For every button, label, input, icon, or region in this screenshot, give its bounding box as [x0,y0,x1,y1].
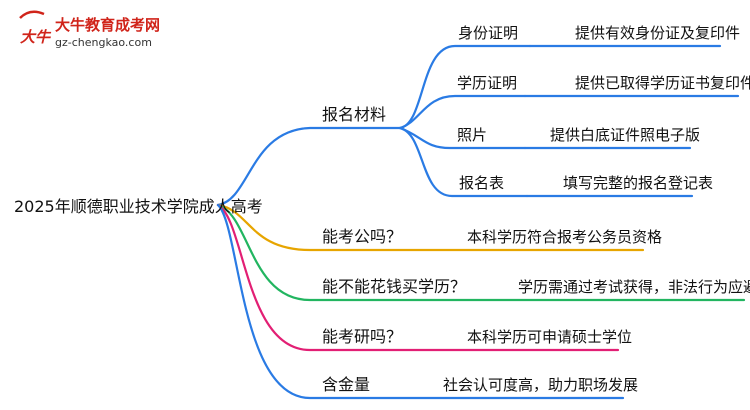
branch-civil-service: 能考公吗？ [322,227,402,246]
logo-mark-text: 大牛 [20,28,52,46]
branch-civil-service-detail: 本科学历符合报考公务员资格 [467,228,662,246]
branch-grad-school-detail: 本科学历可申请硕士学位 [467,328,632,346]
logo-url: gz-chengkao.com [55,36,152,49]
node-id-proof: 身份证明 [458,24,518,42]
root-topic: 2025年顺德职业技术学院成人高考 [14,197,263,216]
connector-buy [216,203,746,302]
node-form: 报名表 [459,174,504,192]
connector-civil [216,203,645,252]
node-photo-detail: 提供白底证件照电子版 [550,126,700,144]
connector-materials [216,126,402,207]
connector-value [216,203,625,400]
branch-grad-school: 能考研吗？ [322,327,402,346]
node-form-detail: 填写完整的报名登记表 [563,174,713,192]
branch-buy-degree: 能不能花钱买学历？ [322,277,466,296]
logo-mark-icon: 大牛 [19,10,52,46]
node-edu-proof: 学历证明 [457,74,517,92]
node-photo: 照片 [457,126,487,144]
branch-value: 含金量 [322,375,370,394]
branch-buy-degree-detail: 学历需通过考试获得，非法行为应避免 [518,278,750,296]
branch-materials: 报名材料 [322,105,386,124]
site-logo[interactable]: 大牛 大牛教育成考网 gz-chengkao.com [19,10,160,49]
logo-name: 大牛教育成考网 [55,16,160,34]
branch-value-detail: 社会认可度高，助力职场发展 [443,376,638,394]
node-id-proof-detail: 提供有效身份证及复印件 [575,24,740,42]
connectors [216,44,746,400]
connector-form [398,126,529,198]
connector-edu [398,94,527,130]
connector-grad [216,203,620,352]
node-edu-proof-detail: 提供已取得学历证书复印件 [575,74,750,92]
